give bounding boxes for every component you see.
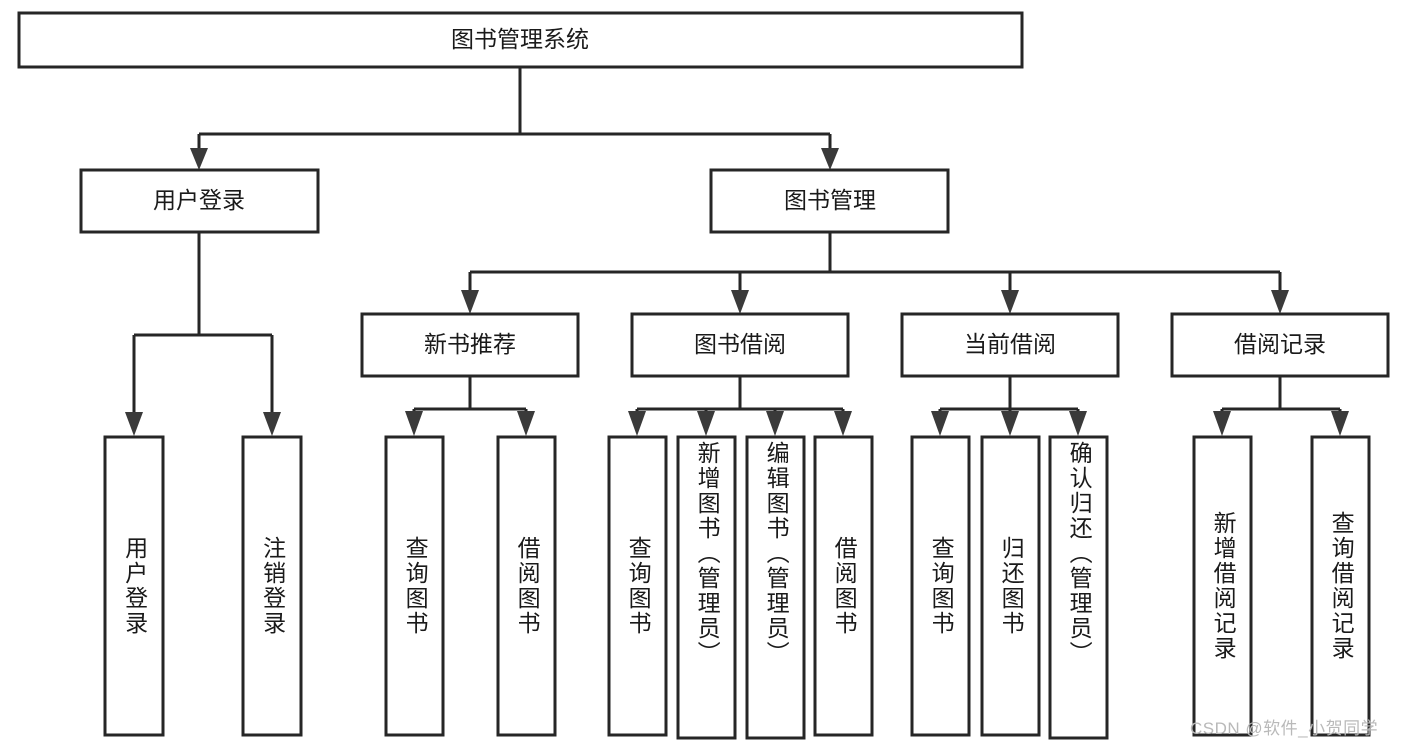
- leaf-box-br-add-record[interactable]: [1192, 435, 1253, 737]
- node-book-borrow-label: 图书借阅: [694, 331, 786, 357]
- node-new-book-recommend-box[interactable]: [360, 312, 580, 378]
- node-user-login-box[interactable]: [79, 168, 320, 234]
- arrow-head-book-mgmt: [821, 148, 839, 170]
- arrow-head-nb-leaf1: [405, 411, 423, 436]
- leaf-box-cb-confirm-return-admin[interactable]: [1048, 435, 1109, 740]
- node-book-borrow[interactable]: 图书借阅: [630, 312, 850, 378]
- leaf-box-bb-edit-book-admin[interactable]: [745, 435, 806, 740]
- arrow-head-leaf-logout: [263, 412, 281, 436]
- node-current-borrow[interactable]: 当前借阅: [900, 312, 1120, 378]
- arrow-head-br-leaf1: [1213, 411, 1231, 436]
- node-root-system-box[interactable]: [17, 11, 1024, 69]
- node-root-system-label: 图书管理系统: [451, 26, 589, 52]
- node-book-management-label: 图书管理: [784, 187, 876, 213]
- leaf-box-nb-query-book[interactable]: [384, 435, 445, 737]
- arrow-head-leaf-user-login: [125, 412, 143, 436]
- arrow-head-borrow-record: [1271, 290, 1289, 314]
- leaf-box-bb-add-book-admin[interactable]: [676, 435, 737, 740]
- leaf-box-logout[interactable]: [241, 435, 303, 737]
- arrow-head-bb-leaf1: [628, 411, 646, 436]
- arrow-head-bb-leaf2: [697, 411, 715, 436]
- node-borrow-record[interactable]: 借阅记录: [1170, 312, 1390, 378]
- node-borrow-record-label: 借阅记录: [1234, 331, 1326, 357]
- arrow-head-bb-leaf4: [834, 411, 852, 436]
- arrow-head-cb-leaf2: [1001, 411, 1019, 436]
- arrow-head-book-borrow: [731, 290, 749, 314]
- leaf-box-cb-return-book[interactable]: [980, 435, 1041, 737]
- leaf-box-user-login[interactable]: [103, 435, 165, 737]
- leaf-box-bb-borrow-book[interactable]: [813, 435, 874, 737]
- arrow-head-new-book: [461, 290, 479, 314]
- node-root-system[interactable]: 图书管理系统: [17, 11, 1024, 69]
- node-current-borrow-label: 当前借阅: [964, 331, 1056, 357]
- node-book-management-box[interactable]: [709, 168, 950, 234]
- node-user-login-label: 用户登录: [153, 187, 245, 213]
- node-user-login[interactable]: 用户登录: [79, 168, 320, 234]
- node-book-management[interactable]: 图书管理: [709, 168, 950, 234]
- arrow-head-bb-leaf3: [766, 411, 784, 436]
- arrow-head-cb-leaf1: [931, 411, 949, 436]
- leaf-box-nb-borrow-book[interactable]: [496, 435, 557, 737]
- leaf-box-bb-query-book[interactable]: [607, 435, 668, 737]
- node-book-borrow-box[interactable]: [630, 312, 850, 378]
- arrow-head-user-login: [190, 148, 208, 170]
- arrow-head-br-leaf2: [1331, 411, 1349, 436]
- leaf-box-br-query-record[interactable]: [1310, 435, 1371, 737]
- arrow-head-current-borrow: [1001, 290, 1019, 314]
- node-new-book-recommend[interactable]: 新书推荐: [360, 312, 580, 378]
- connectors-group: [125, 68, 1349, 436]
- leaf-box-cb-query-book[interactable]: [910, 435, 971, 737]
- node-borrow-record-box[interactable]: [1170, 312, 1390, 378]
- node-current-borrow-box[interactable]: [900, 312, 1120, 378]
- node-new-book-recommend-label: 新书推荐: [424, 331, 516, 357]
- arrow-head-cb-leaf3: [1069, 411, 1087, 436]
- arrow-head-nb-leaf2: [517, 411, 535, 436]
